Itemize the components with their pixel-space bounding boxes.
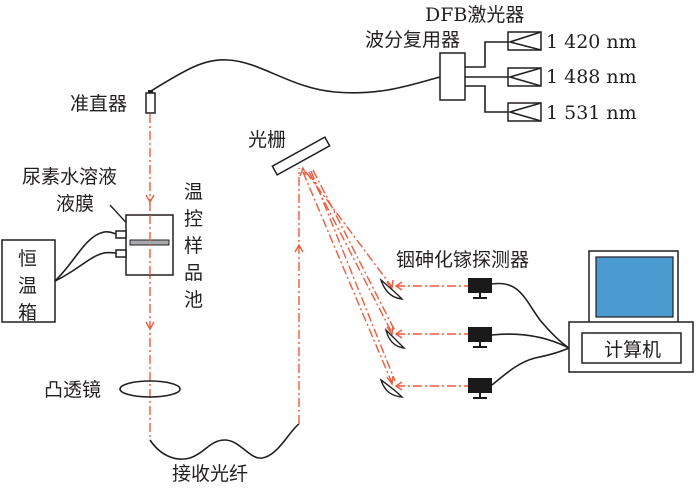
computer-label-box [581, 332, 682, 364]
transmitting-fiber [150, 59, 441, 94]
focusing-mirror-1 [379, 277, 404, 300]
hose-bottom [54, 251, 117, 282]
receiving-fiber [149, 423, 300, 460]
beam-arrow-down-icon [145, 194, 155, 204]
detector-cable-3 [491, 347, 570, 386]
grating [271, 136, 331, 176]
detector-3 [468, 378, 492, 399]
detector-monitor-icon [468, 378, 492, 393]
beam-arrow-up-icon [299, 166, 307, 177]
collimator-label: 准直器 [70, 93, 127, 115]
diffracted-beam-2b [312, 169, 396, 332]
temperature-controlled-sample-cell [115, 214, 174, 276]
detector-monitor-icon [468, 278, 492, 293]
sample-cell-label-char: 控 [184, 208, 203, 230]
beam-arrow-icon [386, 325, 394, 336]
diffracted-beam-3b [310, 170, 396, 382]
laser-wavelength: 1 420 nm [546, 31, 637, 53]
sample-cell-label-char: 样 [184, 235, 203, 257]
laser-diode-icon [507, 31, 542, 51]
computer-label: 计算机 [604, 339, 661, 361]
laser-1420: 1 420 nm [507, 31, 637, 53]
laser-cone-icon [507, 31, 542, 51]
laser-diode-icon [507, 102, 542, 122]
sample-cell-label-char: 池 [184, 289, 203, 311]
convex-lens [119, 380, 181, 398]
sample-cell-port-bottom [115, 249, 127, 258]
beam-arrow-left-icon [394, 281, 403, 291]
wdm-fiber-1531 [465, 85, 508, 113]
laser-wavelength: 1 531 nm [546, 102, 637, 124]
wdm-label: 波分复用器 [365, 29, 460, 51]
laser-cone-icon [507, 102, 542, 122]
wdm-box [439, 52, 466, 101]
beam-arrow-up-icon [294, 243, 304, 253]
detector-cable-2 [491, 333, 570, 349]
laser-1531: 1 531 nm [507, 102, 637, 124]
detector-2 [468, 327, 492, 348]
urea-film-label-line2: 液膜 [56, 193, 94, 215]
ingaas-detector-label: 铟砷化镓探测器 [396, 249, 529, 271]
beam-arrow-icon [386, 375, 394, 386]
diffracted-beam-1 [305, 171, 393, 288]
convex-lens-label: 凸透镜 [44, 379, 101, 401]
collimator [145, 92, 156, 114]
sample-cell-port-top [115, 230, 127, 239]
detector-monitor-icon [468, 327, 492, 342]
wdm-fiber-1420 [465, 41, 508, 68]
diffracted-beam-2 [308, 171, 393, 334]
thermostat-label-char: 恒 [18, 248, 37, 270]
grating-body [271, 136, 331, 176]
sample-cell-label-char: 温 [184, 181, 203, 203]
laser-wavelength: 1 488 nm [546, 66, 637, 88]
computer: 计算机 [568, 250, 694, 373]
detector-cable-1 [491, 282, 570, 349]
beam-arrow-icon [386, 279, 394, 290]
computer-screen [595, 256, 674, 318]
beam-arrow-left-icon [394, 381, 403, 391]
hose-top [54, 230, 117, 282]
beam-arrow-left-icon [394, 329, 403, 339]
thermostat-box [1, 239, 56, 323]
beam-arrow-down-icon [145, 321, 155, 331]
thermostat-label-char: 温 [18, 275, 37, 297]
receiving-fiber-label: 接收光纤 [172, 463, 248, 485]
focusing-mirror-2 [384, 327, 406, 349]
dfb-laser-label: DFB激光器 [425, 4, 524, 26]
grating-label: 光栅 [248, 129, 286, 151]
laser-cone-icon [507, 67, 542, 87]
urea-film-label-line1: 尿素水溶液 [22, 166, 117, 188]
laser-diode-icon [507, 67, 542, 87]
laser-1488: 1 488 nm [507, 66, 637, 88]
detector-1 [468, 278, 492, 299]
collimator-tip [148, 90, 153, 93]
focusing-mirror-3 [379, 378, 404, 398]
diffracted-beam-3 [302, 171, 393, 384]
thermostat-label-char: 箱 [18, 302, 37, 324]
sample-cell-label-char: 品 [184, 262, 203, 284]
